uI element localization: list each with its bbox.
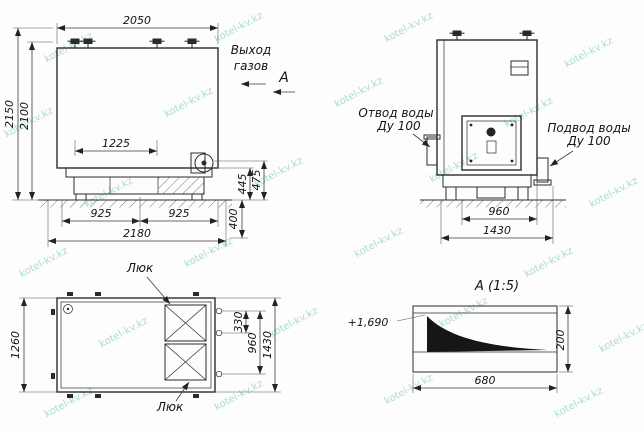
dim-offset: 330 bbox=[232, 312, 245, 333]
valve-icon bbox=[184, 38, 200, 49]
plan-dimensions: 1260 330 960 1430 bbox=[9, 297, 281, 393]
door-latch bbox=[486, 140, 497, 154]
flange-icon bbox=[215, 370, 223, 378]
dim-height-body: 2100 bbox=[18, 102, 31, 130]
water-inlet-annotation: Подвод воды Ду 100 bbox=[547, 121, 631, 167]
watermark-text: kotel-kv.kz bbox=[18, 245, 70, 280]
dim-top-width: 2050 bbox=[123, 14, 151, 27]
valve-icon bbox=[449, 30, 465, 41]
hatch-label-bottom: Люк bbox=[156, 400, 184, 414]
watermark-text: kotel-kv.kz bbox=[428, 150, 480, 185]
dim-overall: 1430 bbox=[261, 331, 274, 359]
plan-view: Люк Люк 1260 330 960 1430 bbox=[9, 261, 281, 414]
dim-support-right: 925 bbox=[169, 207, 190, 220]
front-ground-line bbox=[38, 199, 232, 208]
dim-height-total: 2150 bbox=[3, 100, 16, 128]
dim-base-height-2: 475 bbox=[250, 170, 263, 191]
watermark-text: kotel-kv.kz bbox=[588, 175, 640, 210]
dim-width: 680 bbox=[475, 374, 496, 387]
watermark-text: kotel-kv.kz bbox=[383, 10, 435, 45]
dim-inner-width: 960 bbox=[489, 205, 510, 218]
dim-base-depth: 400 bbox=[227, 209, 240, 230]
section-letter: А bbox=[278, 70, 289, 86]
dim-fitting-spacing: 1225 bbox=[102, 137, 130, 150]
dim-base-height-1: 445 bbox=[236, 174, 249, 195]
watermark-text: kotel-kv.kz bbox=[268, 305, 320, 340]
leader-arrow bbox=[146, 276, 171, 305]
burner-flange-icon bbox=[194, 153, 214, 173]
watermark-text: kotel-kv.kz bbox=[383, 372, 435, 407]
pipe-stub-icon bbox=[63, 304, 73, 314]
detail-title: А (1:5) bbox=[474, 279, 519, 294]
hatch-openings bbox=[164, 304, 207, 381]
burner-center bbox=[201, 160, 207, 166]
water-inlet-label: Подвод воды bbox=[547, 121, 630, 135]
flange-icon bbox=[215, 329, 223, 337]
detail-view: А (1:5) +1,690 200 680 bbox=[348, 279, 573, 393]
water-outlet-annotation: Отвод воды Ду 100 bbox=[358, 106, 434, 148]
valve-icon bbox=[519, 30, 535, 41]
hatch-annotations: Люк Люк bbox=[126, 261, 190, 414]
watermark-text: kotel-kv.kz bbox=[213, 378, 265, 413]
side-dimensions: 960 1430 bbox=[440, 177, 554, 244]
water-outlet-dn: Ду 100 bbox=[376, 119, 421, 133]
detail-dimensions: 200 680 bbox=[412, 305, 573, 393]
front-dimensions: 2050 2150 2100 1225 925 925 bbox=[3, 14, 268, 247]
gas-outlet-label-line2: газов bbox=[234, 59, 268, 73]
dim-overall-width: 1430 bbox=[483, 224, 511, 237]
elevation-mark: +1,690 bbox=[348, 316, 389, 329]
leader-arrow bbox=[549, 150, 574, 167]
hatch-label-top: Люк bbox=[126, 261, 154, 275]
boiler-door bbox=[461, 115, 522, 171]
flange-icon bbox=[215, 307, 223, 315]
watermark-text: kotel-kv.kz bbox=[43, 385, 95, 420]
watermark-text: kotel-kv.kz bbox=[353, 225, 405, 260]
water-outlet-label: Отвод воды bbox=[358, 106, 433, 120]
front-base-frame bbox=[65, 167, 213, 201]
dim-height: 200 bbox=[554, 330, 567, 351]
watermark-text: kotel-kv.kz bbox=[98, 315, 150, 350]
watermark-text: kotel-kv.kz bbox=[553, 385, 605, 420]
water-outlet-pipe bbox=[423, 134, 441, 166]
water-inlet-pipe bbox=[533, 157, 552, 186]
side-ground-line bbox=[420, 199, 566, 208]
watermark-text: kotel-kv.kz bbox=[523, 245, 575, 280]
watermark-text: kotel-kv.kz bbox=[563, 35, 615, 70]
front-view: 2050 2150 2100 1225 925 925 bbox=[3, 14, 295, 247]
side-base-frame bbox=[442, 174, 532, 201]
wedge-profile bbox=[427, 316, 548, 352]
water-inlet-dn: Ду 100 bbox=[566, 134, 611, 148]
elevation-annotation: +1,690 bbox=[348, 314, 426, 329]
hatch-bottom-rect bbox=[164, 343, 207, 381]
side-view: 960 1430 Отвод воды Ду 100 Подвод воды Д… bbox=[358, 30, 631, 244]
watermark-text: kotel-kv.kz bbox=[163, 85, 215, 120]
dim-support-left: 925 bbox=[91, 207, 112, 220]
inspection-port bbox=[510, 60, 529, 76]
hatch-top-rect bbox=[164, 304, 207, 342]
detail-geometry bbox=[412, 305, 558, 373]
valve-icon bbox=[149, 38, 165, 49]
leader-arrow bbox=[175, 381, 190, 402]
door-handle-icon bbox=[486, 127, 496, 137]
gas-outlet-label-line1: Выход bbox=[231, 43, 271, 57]
gas-outlet-annotation: Выход газов А bbox=[231, 43, 295, 95]
leader-arrow bbox=[412, 133, 431, 148]
dim-overall-width: 2180 bbox=[123, 227, 151, 240]
dim-depth: 1260 bbox=[9, 331, 22, 359]
watermark-text: kotel-kv.kz bbox=[333, 75, 385, 110]
plan-body bbox=[51, 292, 223, 398]
watermark-text: kotel-kv.kz bbox=[213, 10, 265, 45]
watermark-text: kotel-kv.kz bbox=[598, 320, 644, 355]
dim-inner: 960 bbox=[246, 333, 259, 354]
